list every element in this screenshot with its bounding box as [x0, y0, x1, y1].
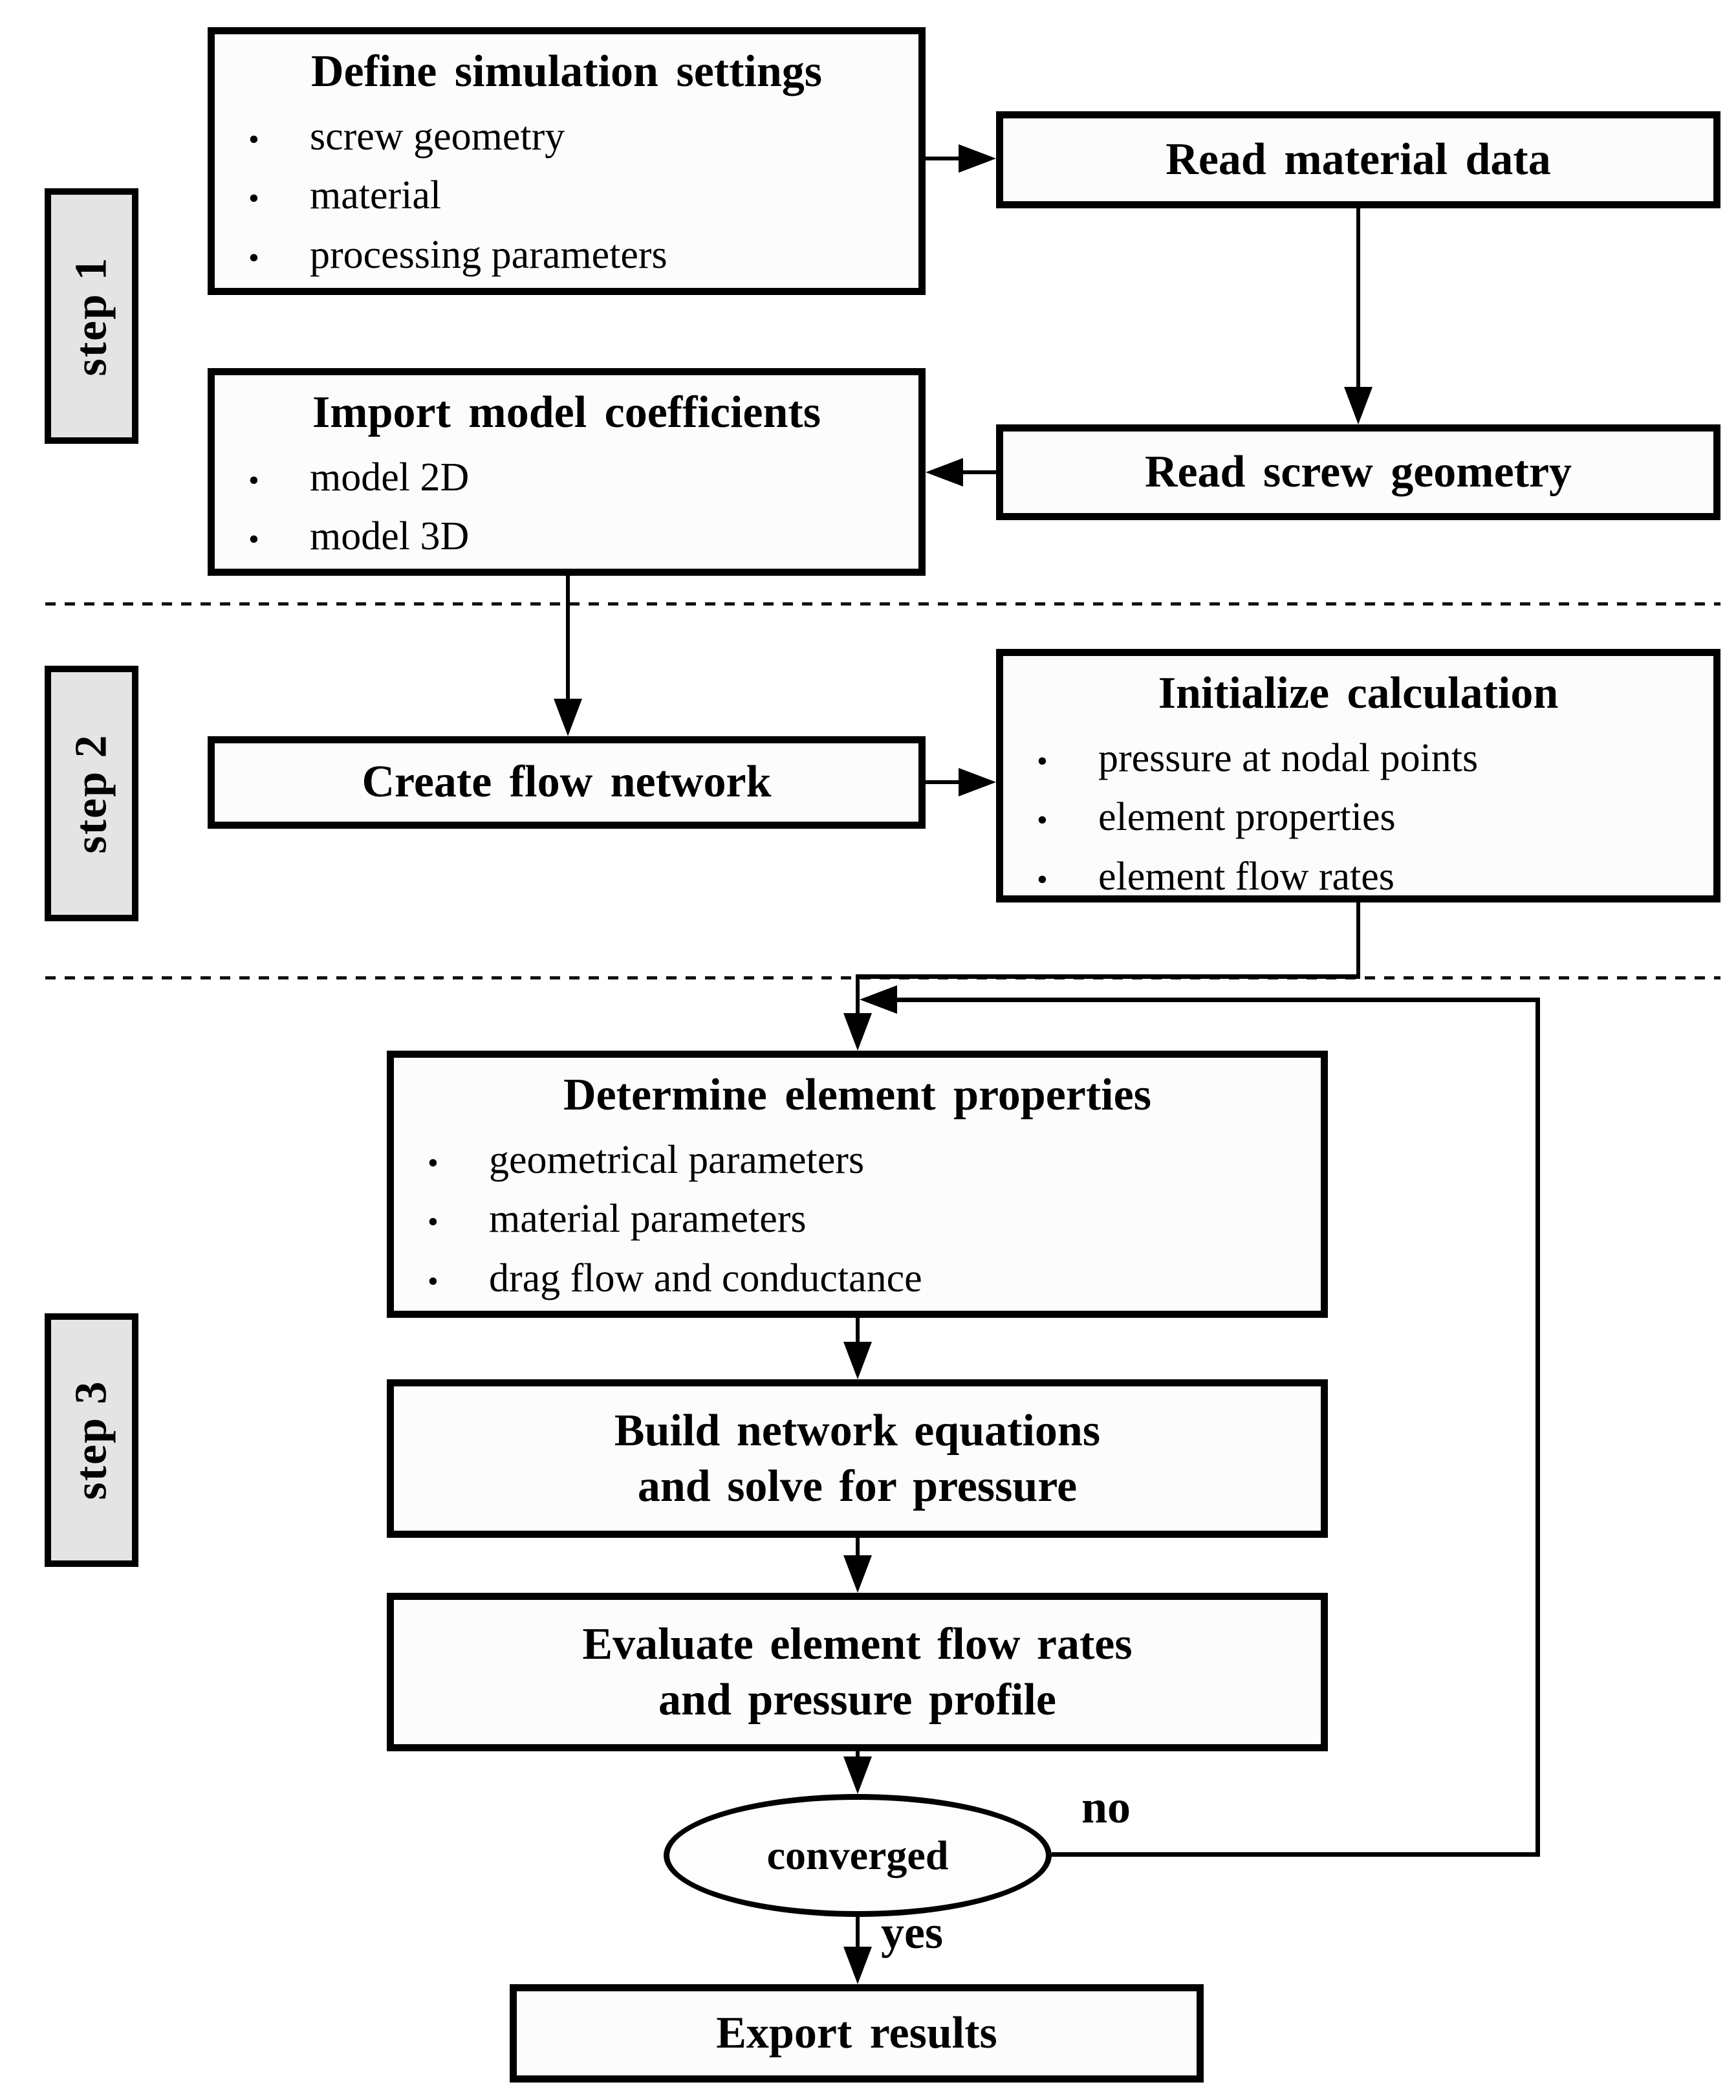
bullet-text: material	[310, 173, 442, 218]
node-title: Read screw geometry	[1144, 446, 1572, 497]
node-import-model-coefficients: Import model coefficients • model 2D • mod…	[208, 368, 926, 576]
step-1-label: step 1	[66, 256, 116, 377]
arrow-right-icon	[959, 768, 996, 796]
edge-label-no: no	[1081, 1781, 1131, 1833]
node-title: Import model coefficients	[312, 388, 821, 437]
connector-no-return	[884, 998, 1539, 1002]
connector-evaluate-to-converged	[856, 1751, 860, 1760]
bullet-text: drag flow and conductance	[489, 1256, 922, 1300]
connector-determine-to-build	[856, 1318, 860, 1344]
bullet-list: • pressure at nodal points • element prope…	[1003, 729, 1713, 907]
bullet-icon: •	[428, 1264, 439, 1298]
arrow-down-icon	[843, 1013, 872, 1051]
node-title-line2: and pressure profile	[658, 1674, 1056, 1725]
node-read-screw-geometry: Read screw geometry	[996, 424, 1720, 520]
bullet-icon: •	[248, 241, 259, 275]
node-title: Export results	[716, 2007, 997, 2058]
bullet-text: material parameters	[489, 1197, 807, 1241]
connector-readmaterial-to-readscrew	[1356, 208, 1360, 389]
bullet-item: • material	[241, 166, 918, 226]
step-3-label: step 3	[66, 1380, 116, 1500]
bullet-text: geometrical parameters	[489, 1137, 865, 1182]
bullet-list: • screw geometry • material • processing pa…	[215, 107, 918, 285]
bullet-item: • screw geometry	[241, 107, 918, 167]
bullet-text: screw geometry	[310, 114, 565, 159]
bullet-item: • model 3D	[241, 507, 918, 567]
bullet-text: model 3D	[310, 514, 470, 559]
bullet-icon: •	[248, 522, 259, 557]
arrow-left-icon	[926, 458, 963, 487]
node-title: Define simulation settings	[311, 47, 822, 96]
step-3-label-box: step 3	[45, 1313, 138, 1567]
decision-converged: converged	[664, 1794, 1052, 1917]
connector-define-to-readmaterial	[926, 157, 961, 160]
bullet-text: element properties	[1098, 795, 1396, 840]
bullet-item: • processing parameters	[241, 226, 918, 285]
bullet-item: • geometrical parameters	[420, 1131, 1321, 1190]
bullet-icon: •	[428, 1205, 439, 1240]
arrow-down-icon	[554, 699, 582, 736]
connector-no-bottom	[1052, 1852, 1539, 1857]
connector-no-rise	[1535, 998, 1540, 1857]
bullet-item: • element flow rates	[1029, 848, 1713, 907]
arrow-right-icon	[959, 144, 996, 173]
node-build-network-equations: Build network equations and solve for pr…	[387, 1379, 1328, 1538]
bullet-list: • model 2D • model 3D	[215, 448, 918, 567]
node-title: Evaluate element flow rates and pressure…	[394, 1600, 1321, 1744]
arrow-down-icon	[843, 1342, 872, 1379]
bullet-list: • geometrical parameters • material parame…	[394, 1131, 1321, 1309]
node-determine-element-properties: Determine element properties • geometrica…	[387, 1051, 1328, 1318]
bullet-item: • drag flow and conductance	[420, 1249, 1321, 1309]
step-1-label-box: step 1	[45, 188, 138, 444]
step1-step2-divider	[45, 602, 1720, 606]
arrow-down-icon	[843, 1947, 872, 1984]
bullet-text: pressure at nodal points	[1098, 736, 1479, 780]
node-define-simulation-settings: Define simulation settings • screw geomet…	[208, 27, 926, 295]
bullet-text: processing parameters	[310, 233, 667, 277]
connector-readscrew-to-import	[962, 470, 996, 474]
connector-initialize-down	[1356, 902, 1360, 978]
bullet-icon: •	[1037, 862, 1048, 897]
connector-into-determine	[856, 974, 860, 1014]
node-export-results: Export results	[510, 1984, 1204, 2083]
bullet-item: • pressure at nodal points	[1029, 729, 1713, 789]
node-evaluate-flow-rates: Evaluate element flow rates and pressure…	[387, 1593, 1328, 1751]
bullet-item: • model 2D	[241, 448, 918, 508]
node-read-material-data: Read material data	[996, 111, 1720, 208]
arrow-down-icon	[1344, 387, 1373, 424]
bullet-item: • material parameters	[420, 1190, 1321, 1249]
bullet-icon: •	[248, 122, 259, 157]
node-title-line2: and solve for pressure	[637, 1461, 1078, 1511]
bullet-text: element flow rates	[1098, 855, 1394, 899]
bullet-text: model 2D	[310, 455, 470, 499]
node-title-line1: Build network equations	[614, 1406, 1101, 1456]
bullet-icon: •	[248, 181, 259, 216]
connector-yes-to-export	[856, 1917, 860, 1949]
bullet-item: • element properties	[1029, 788, 1713, 848]
node-title: Build network equations and solve for pr…	[394, 1386, 1321, 1531]
connector-initialize-across	[856, 974, 1360, 979]
arrow-down-icon	[843, 1756, 872, 1794]
connector-build-to-evaluate	[856, 1538, 860, 1558]
edge-label-yes: yes	[881, 1907, 943, 1958]
step-2-label-box: step 2	[45, 666, 138, 921]
arrow-down-icon	[843, 1555, 872, 1593]
node-title-line1: Evaluate element flow rates	[582, 1619, 1133, 1670]
bullet-icon: •	[248, 463, 259, 498]
decision-label: converged	[766, 1832, 949, 1878]
bullet-icon: •	[428, 1145, 439, 1180]
connector-create-to-initialize	[926, 780, 961, 784]
node-initialize-calculation: Initialize calculation • pressure at noda…	[996, 649, 1720, 902]
step-2-label: step 2	[66, 733, 116, 854]
node-title: Initialize calculation	[1158, 668, 1559, 718]
node-create-flow-network: Create flow network	[208, 736, 926, 829]
arrow-left-icon	[860, 985, 897, 1014]
connector-import-to-create	[566, 576, 570, 700]
node-title: Determine element properties	[563, 1070, 1151, 1120]
node-title: Read material data	[1166, 134, 1551, 184]
node-title: Create flow network	[362, 757, 772, 807]
bullet-icon: •	[1037, 803, 1048, 838]
bullet-icon: •	[1037, 743, 1048, 778]
